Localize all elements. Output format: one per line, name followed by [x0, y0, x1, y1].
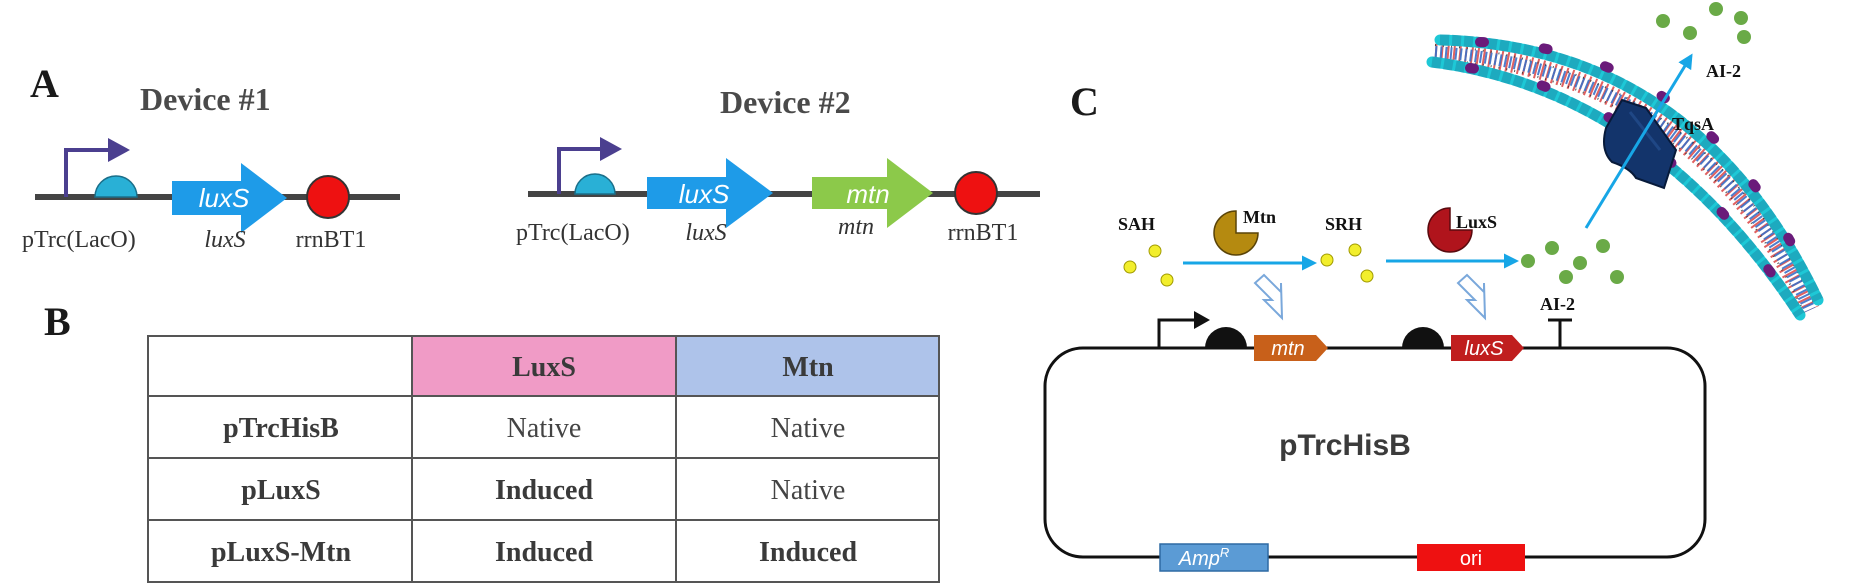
tqsa-label: TqsA	[1672, 114, 1714, 134]
plasmid-terminator-icon	[1548, 318, 1572, 348]
srh-dots	[1320, 243, 1374, 283]
device-2-arrow1-label: luxS	[679, 179, 730, 209]
device-1-promoter-label: pTrc(LacO)	[22, 227, 136, 253]
device-1-terminator-label: rrnBT1	[296, 227, 367, 253]
mtn-expression-arrow-icon	[1253, 273, 1284, 321]
amp-resistance-gene: AmpR	[1159, 543, 1269, 572]
device-2-promoter-icon	[557, 137, 622, 195]
plasmid-rbs-1-icon	[1205, 327, 1247, 348]
table-row-2-name: pLuxS	[241, 475, 320, 506]
table-header-mtn: Mtn	[782, 352, 834, 383]
panel-a-label: A	[30, 61, 59, 106]
table-row-2-luxs: Induced	[495, 475, 593, 506]
table-header-luxs-bg	[412, 336, 676, 396]
table-row-1-mtn: Native	[771, 413, 846, 444]
device-2-luxs-arrow-icon	[647, 158, 773, 228]
ori-element: ori	[1417, 544, 1525, 571]
device-2-arrow2-label: mtn	[846, 179, 889, 209]
device-1-luxs-arrow-icon	[172, 163, 287, 233]
ai2-extracellular-label: AI-2	[1706, 61, 1741, 81]
luxs-enzyme-icon	[1427, 207, 1473, 253]
table-row-1-name: pTrcHisB	[223, 413, 339, 444]
export-arrow	[1584, 53, 1693, 229]
plasmid-promoter-icon	[1157, 311, 1210, 348]
plasmid-mtn-gene: mtn	[1254, 335, 1328, 361]
device-1-title: Device #1	[140, 81, 271, 117]
device-2-title: Device #2	[720, 84, 851, 120]
luxs-expression-arrow-icon	[1456, 273, 1487, 321]
cell-membrane	[1426, 34, 1824, 321]
sah-label: SAH	[1118, 214, 1155, 234]
device-2-gene2-label: mtn	[838, 214, 874, 240]
device-2-gene1-label: luxS	[685, 220, 726, 246]
ai2-extracellular-dots	[1656, 2, 1751, 44]
panel-b-label: B	[44, 299, 71, 344]
plasmid-mtn-label: mtn	[1271, 338, 1304, 360]
table-row-3-luxs: Induced	[495, 537, 593, 568]
plasmid-luxs-gene: luxS	[1451, 335, 1524, 361]
plasmid-name: pTrcHisB	[1279, 429, 1411, 462]
sah-dots	[1123, 244, 1174, 287]
table-grid	[147, 335, 940, 583]
mtn-enzyme-label: Mtn	[1243, 207, 1276, 227]
ai2-terminator-label: AI-2	[1540, 294, 1575, 314]
plasmid-luxs-label: luxS	[1465, 338, 1505, 360]
amp-label: AmpR	[1178, 545, 1230, 570]
panel-c-label: C	[1070, 79, 1099, 124]
device-1-terminator-icon	[306, 175, 350, 219]
luxs-enzyme-label: LuxS	[1456, 212, 1497, 232]
table-row-2-mtn: Native	[771, 475, 846, 506]
plasmid-outline	[1043, 346, 1707, 559]
device-2: Device #2 luxS mtn pTrc(LacO) luxS mtn r…	[516, 84, 1040, 246]
device-1-promoter-icon	[64, 138, 138, 198]
ai2-intracellular-dots	[1521, 239, 1624, 284]
device-2-terminator-icon	[954, 171, 998, 215]
expression-table: LuxS Mtn pTrcHisB Native Native pLuxS In…	[147, 335, 940, 583]
srh-label: SRH	[1325, 214, 1362, 234]
device-1-arrow-label: luxS	[199, 183, 250, 213]
table-header-luxs: LuxS	[512, 352, 576, 383]
device-2-mtn-arrow-icon	[812, 158, 933, 228]
table-header-mtn-bg	[676, 336, 939, 396]
ori-label: ori	[1460, 548, 1482, 570]
table-row-3-name: pLuxS-Mtn	[211, 537, 351, 568]
mtn-enzyme-icon	[1213, 210, 1259, 256]
table-row-3-mtn: Induced	[759, 537, 857, 568]
device-2-terminator-label: rrnBT1	[948, 220, 1019, 246]
device-1: Device #1 luxS pTrc(LacO) luxS rrnBT1	[22, 81, 400, 253]
device-1-gene-label: luxS	[204, 227, 245, 253]
plasmid-rbs-2-icon	[1402, 327, 1444, 348]
table-row-1-luxs: Native	[507, 413, 582, 444]
device-2-promoter-label: pTrc(LacO)	[516, 220, 630, 246]
